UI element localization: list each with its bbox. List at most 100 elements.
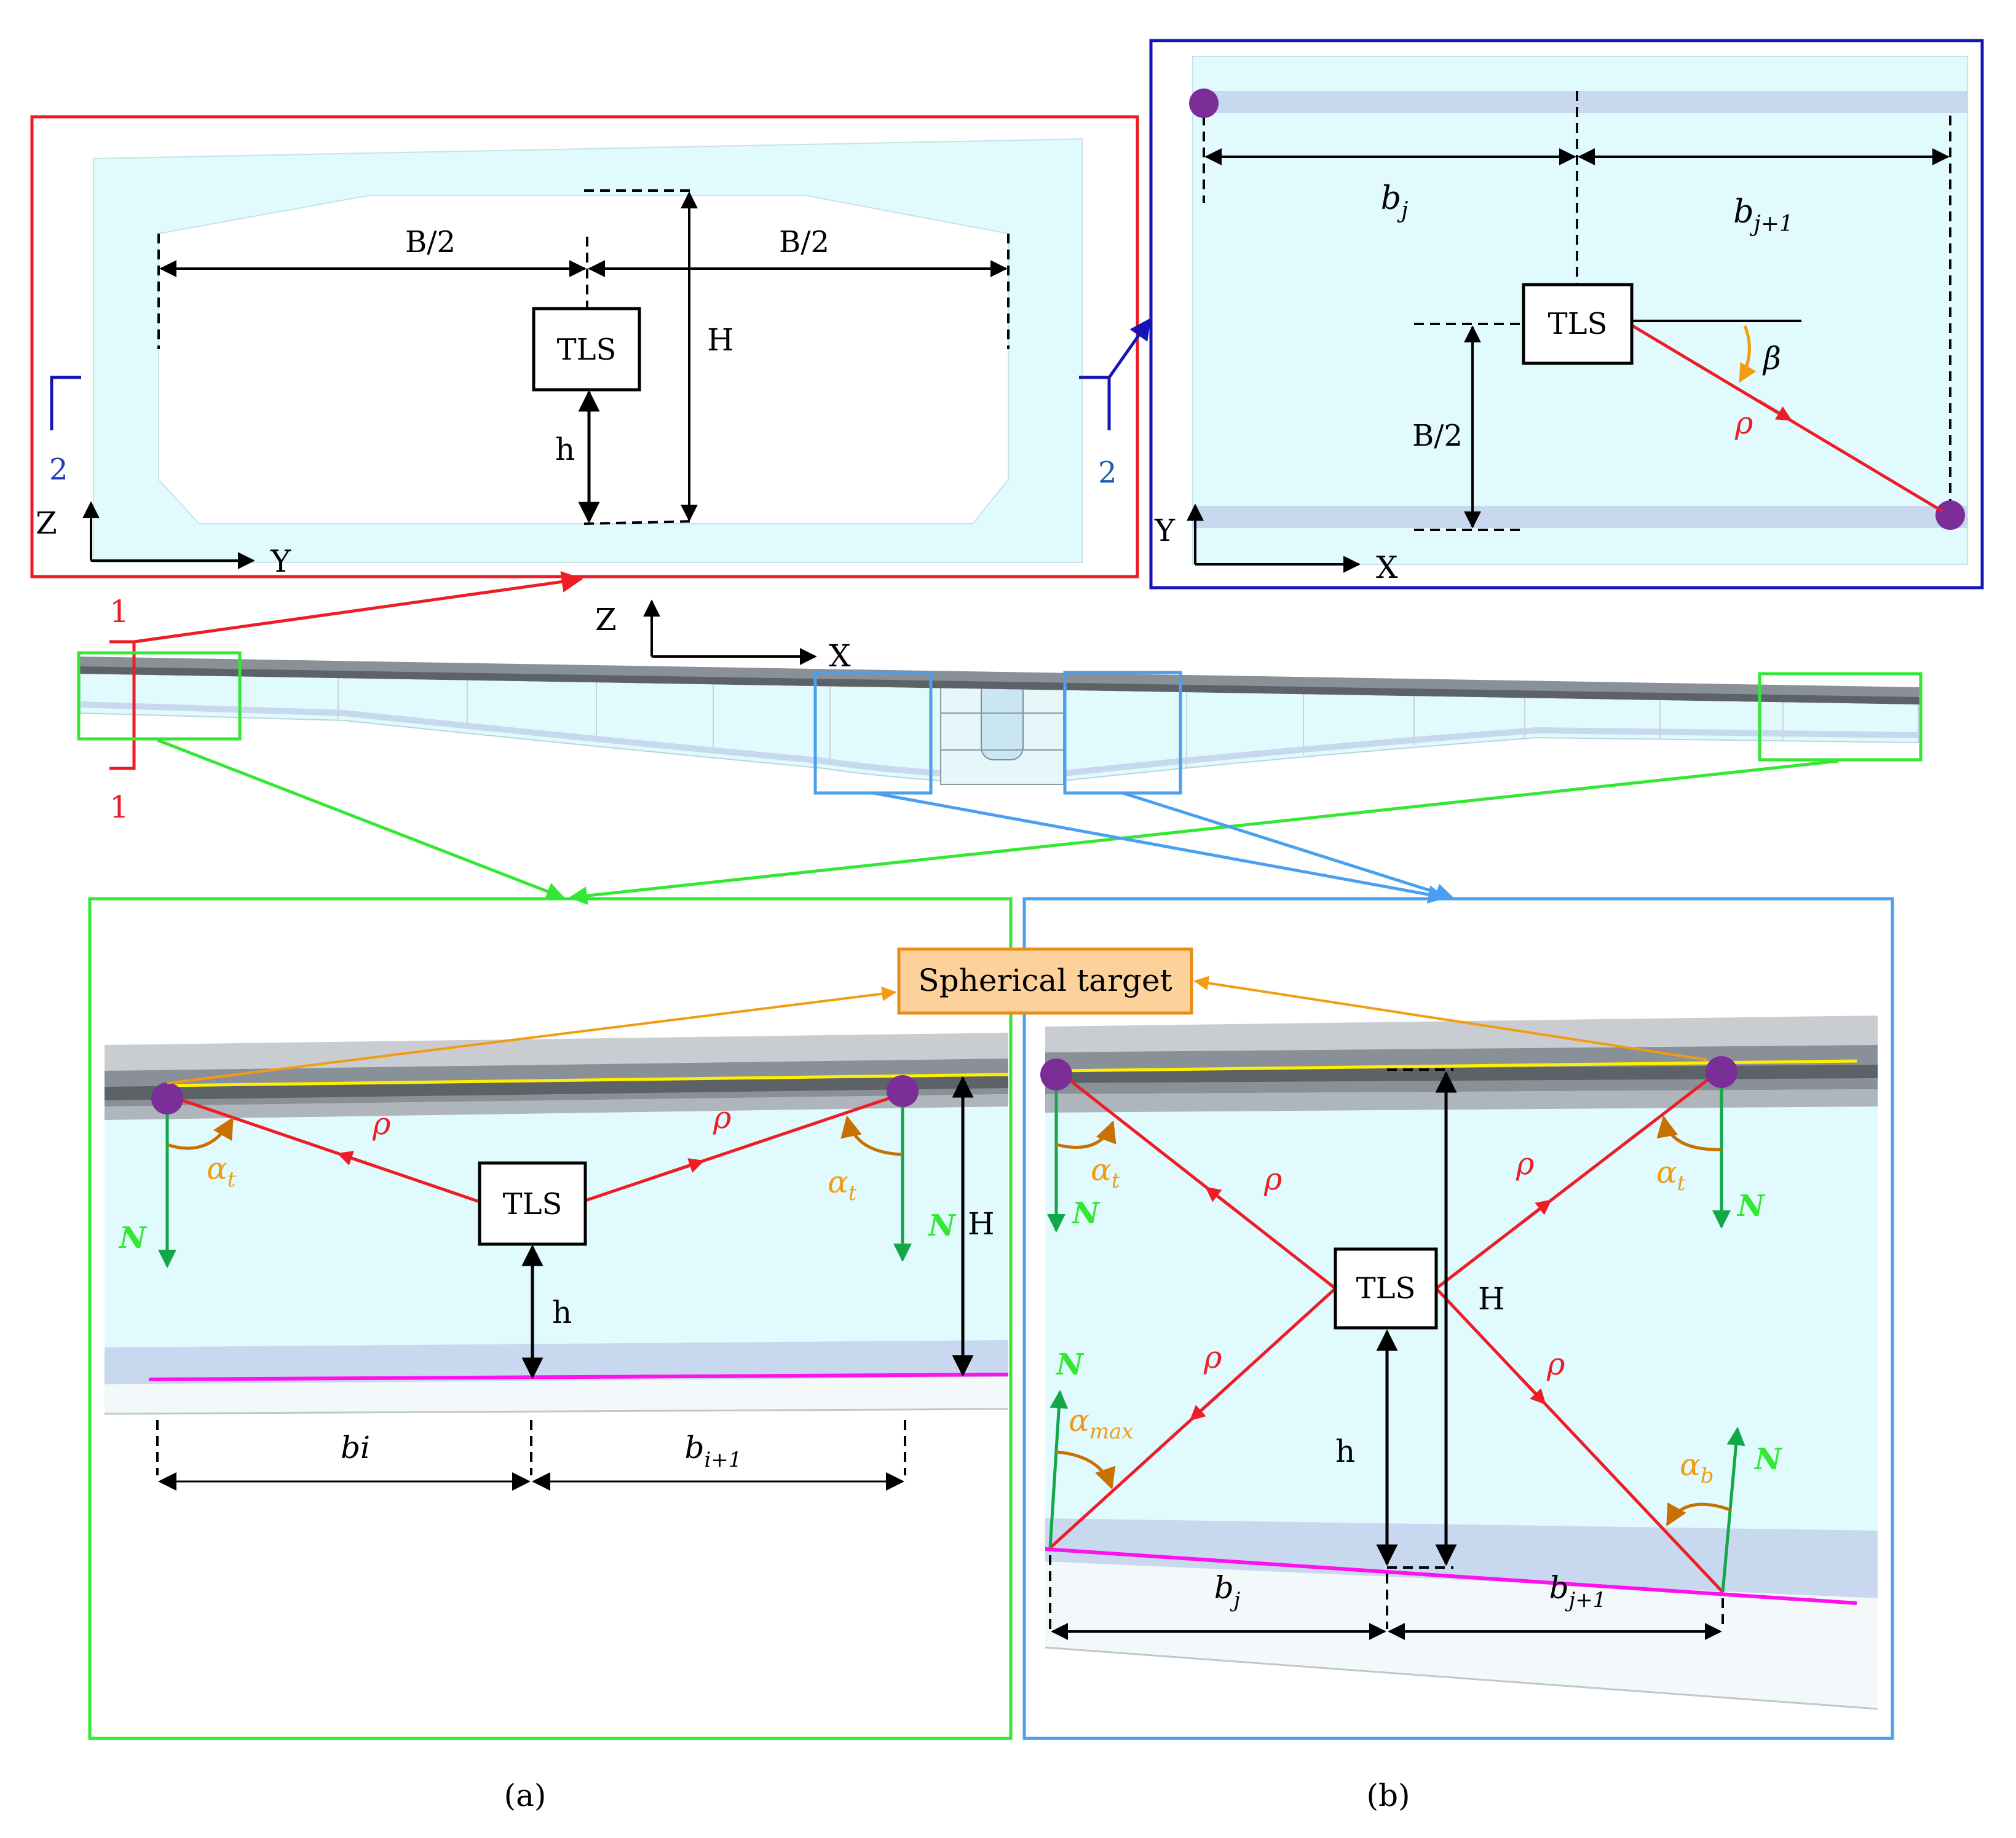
label-height-scanner: h bbox=[555, 432, 575, 467]
plan-target-bottom-right bbox=[1935, 500, 1965, 530]
panel-b-ray-ul-arrow bbox=[1205, 1186, 1237, 1212]
panel-b-range-ll: ρ bbox=[1203, 1339, 1222, 1375]
panel-a-tls-box bbox=[478, 1161, 587, 1246]
panel-b-normal-tr-label: N bbox=[1736, 1189, 1766, 1223]
panel-a-angle-right-label: αt bbox=[828, 1164, 857, 1205]
panel-a-bottom-reference bbox=[148, 1373, 1009, 1381]
plan-angle-arc bbox=[1738, 325, 1757, 383]
panel-a-bottom-band bbox=[105, 1340, 1008, 1384]
panel-b-angle-tr-label: αt bbox=[1656, 1154, 1686, 1196]
bridge-soffit-band-right bbox=[1063, 727, 1919, 776]
panel-a-spacing-i-label: bi bbox=[341, 1430, 370, 1465]
panel-a-soffit-edge bbox=[104, 1408, 1009, 1415]
panel-a-height-total-label: H bbox=[968, 1206, 995, 1242]
plan-label-bj1: bj+1 bbox=[1733, 194, 1793, 237]
panel-a-frame bbox=[88, 897, 1013, 1740]
link-left-end-to-a bbox=[157, 738, 565, 901]
axis-z-label: Z bbox=[36, 505, 57, 541]
panel-b-range-ur: ρ bbox=[1516, 1146, 1535, 1181]
panel-a-ray-right-arrow bbox=[667, 1158, 705, 1175]
plan-tls-label: TLS bbox=[1548, 307, 1608, 341]
panel-b-angle-max-arc bbox=[1056, 1450, 1116, 1490]
spherical-target-label: Spherical target bbox=[918, 963, 1172, 998]
panel-b-target-right bbox=[1706, 1056, 1737, 1088]
panel-a: ρ ρ N N αt αt TLS h H bi bi+1 bbox=[88, 897, 1013, 1740]
panel-b-ray-ur-arrow bbox=[1520, 1199, 1552, 1225]
plan-label-angle: β bbox=[1762, 341, 1781, 376]
panel-b-angle-tl-arc bbox=[1056, 1120, 1117, 1149]
link-left-pier-to-b bbox=[872, 791, 1447, 904]
plan-target-top-left bbox=[1189, 89, 1219, 118]
link-section-to-cross-section bbox=[133, 571, 583, 644]
panel-b-soffit-edge bbox=[1045, 1646, 1878, 1710]
panel-a-top-reference bbox=[165, 1073, 1009, 1087]
plan-tls-box bbox=[1522, 283, 1634, 365]
tls-box bbox=[532, 307, 641, 392]
panel-a-angle-left-arc bbox=[167, 1116, 234, 1150]
panel-b-range-lr: ρ bbox=[1546, 1346, 1565, 1382]
panel-a-tls-label: TLS bbox=[503, 1187, 563, 1221]
link-section-to-plan bbox=[1107, 318, 1152, 379]
bridge-segment-joints bbox=[338, 671, 1784, 768]
spherical-target-callout: Spherical target bbox=[167, 947, 1707, 1084]
panel-b-height-total-label: H bbox=[1478, 1281, 1505, 1317]
plan-view-frame bbox=[1149, 39, 1984, 590]
panel-b-ray-ur bbox=[1435, 1071, 1719, 1290]
plan-label-half-width: B/2 bbox=[1412, 419, 1463, 453]
callout-line-b bbox=[1193, 976, 1707, 1061]
panel-a-ray-right bbox=[585, 1094, 898, 1202]
section-mark-1-bottom-label: 1 bbox=[109, 789, 129, 825]
section-mark-1 bbox=[109, 640, 136, 770]
tls-label: TLS bbox=[557, 333, 617, 367]
panel-b-normal-br-label: N bbox=[1753, 1442, 1783, 1477]
panel-b-tls-box bbox=[1334, 1247, 1438, 1330]
panel-a-angle-left-label: αt bbox=[207, 1151, 236, 1192]
panel-b-ray-ul bbox=[1061, 1073, 1337, 1290]
panel-a-soffit bbox=[105, 1377, 1008, 1414]
plan-axis-y-label: Y bbox=[1154, 513, 1176, 548]
panel-b-angle-b-arc bbox=[1666, 1502, 1731, 1527]
dim-bottom-tick bbox=[583, 520, 695, 525]
panel-b-normal-tl-label: N bbox=[1071, 1196, 1101, 1231]
overview-axis-x-label: X bbox=[829, 638, 851, 674]
panel-b-web bbox=[1045, 1082, 1878, 1598]
caption-b: (b) bbox=[1366, 1778, 1410, 1813]
panel-b-tls-label: TLS bbox=[1356, 1271, 1416, 1306]
panel-a-deck-lower bbox=[105, 1094, 1008, 1120]
panel-a-normal-left-label: N bbox=[118, 1221, 148, 1255]
bridge-web-left bbox=[79, 669, 941, 782]
panel-a-angle-right-arc bbox=[840, 1115, 903, 1156]
plan-axis-x-label: X bbox=[1376, 550, 1398, 585]
section-mark-left-label: 2 bbox=[49, 452, 68, 487]
section-mark-right bbox=[1079, 376, 1111, 430]
cross-section-panel: B/2 B/2 TLS H h Z Y 2 2 bbox=[30, 115, 1152, 579]
section-mark-right-label: 2 bbox=[1098, 456, 1117, 490]
panel-b-height-scanner-label: h bbox=[1335, 1434, 1355, 1469]
overview-axis-z-label: Z bbox=[595, 602, 617, 637]
panel-b-angle-tr-arc bbox=[1656, 1115, 1722, 1151]
plan-band-bottom bbox=[1193, 506, 1967, 528]
section-mark-1-top-label: 1 bbox=[109, 594, 129, 629]
spherical-target-box bbox=[897, 947, 1193, 1015]
panel-a-normal-right-label: N bbox=[927, 1209, 957, 1243]
panel-a-target-right bbox=[887, 1075, 919, 1107]
panel-b-normal-bl bbox=[1048, 1390, 1069, 1548]
callout-line-a bbox=[167, 986, 897, 1084]
panel-b-ray-lr-arrow bbox=[1517, 1375, 1546, 1405]
panel-b-angle-tl-label: αt bbox=[1091, 1152, 1120, 1193]
panel-b: ρ ρ ρ ρ N N N N αt αt αmax αb TLS H h bbox=[1022, 897, 1894, 1740]
link-right-pier-to-b bbox=[1122, 791, 1454, 902]
panel-b-range-ul: ρ bbox=[1263, 1161, 1283, 1197]
panel-b-deck-lower bbox=[1045, 1089, 1878, 1113]
panel-b-normal-bl-label: N bbox=[1055, 1347, 1085, 1382]
panel-a-height-scanner-label: h bbox=[552, 1295, 572, 1330]
plan-label-range: ρ bbox=[1734, 405, 1753, 441]
plan-ray-arrow bbox=[1757, 399, 1792, 421]
section-mark-left bbox=[50, 376, 81, 430]
panel-b-ray-lr bbox=[1435, 1287, 1724, 1593]
caption-a: (a) bbox=[504, 1778, 547, 1813]
plan-label-bj: bj bbox=[1381, 180, 1408, 223]
panel-a-ray-left-arrow bbox=[337, 1151, 376, 1168]
bridge-pier-core bbox=[981, 679, 1024, 760]
